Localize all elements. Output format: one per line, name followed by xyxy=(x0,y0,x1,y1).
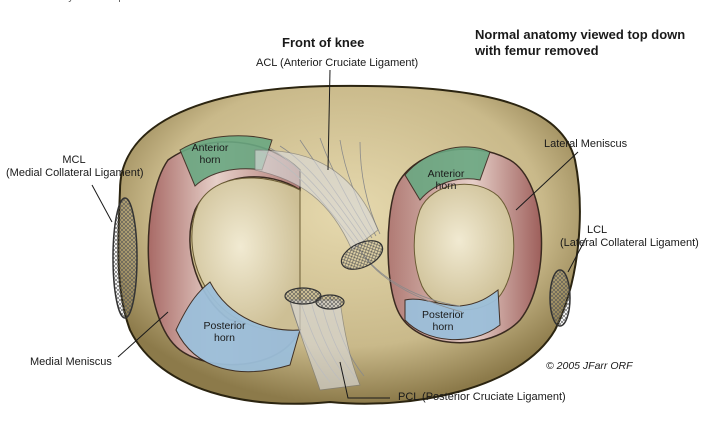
horn-label-line: Anterior xyxy=(427,168,465,180)
medial-meniscus-label: Medial Meniscus xyxy=(30,356,112,368)
pcl-leader xyxy=(339,361,390,399)
cut-off-caption: Normal anatomy viewed top down with femu… xyxy=(0,0,708,4)
medial-anterior-horn-label: Anterior horn xyxy=(185,142,235,166)
pcl-label: PCL (Posterior Cruciate Ligament) xyxy=(398,391,566,403)
mcl-leader xyxy=(91,184,113,223)
mcl-cut-end xyxy=(112,197,138,319)
view-title-line-2: with femur removed xyxy=(475,43,599,58)
horn-label-line: horn xyxy=(432,321,454,333)
horn-label-line: Anterior xyxy=(191,142,229,154)
lateral-anterior-horn-label: Anterior horn xyxy=(421,168,471,192)
lcl-label-line-1: LCL xyxy=(587,224,608,236)
lateral-posterior-horn xyxy=(404,289,501,341)
pcl-body xyxy=(289,299,361,391)
lateral-meniscus-label: Lateral Meniscus xyxy=(544,138,628,150)
lcl-label-line-2: (Lateral Collateral Ligament) xyxy=(560,237,699,249)
pcl-cut-end-2 xyxy=(315,294,345,310)
horn-label-line: horn xyxy=(435,180,457,192)
medial-meniscus-leader xyxy=(117,311,169,358)
lateral-anterior-horn xyxy=(404,146,491,201)
horn-label-line: Posterior xyxy=(421,309,464,321)
lateral-meniscus-leader xyxy=(515,151,579,211)
medial-posterior-horn-label: Posterior horn xyxy=(197,320,252,344)
copyright-label: © 2005 JFarr ORF xyxy=(546,360,633,372)
medial-posterior-horn xyxy=(175,281,301,372)
horn-label-line: horn xyxy=(199,154,221,166)
lateral-tibial-plateau xyxy=(413,183,515,311)
acl-body xyxy=(254,149,379,251)
lcl-leader xyxy=(567,237,587,273)
acl-cut-end xyxy=(340,240,384,270)
lateral-posterior-horn-label: Posterior horn xyxy=(418,309,468,333)
horn-label-line: horn xyxy=(213,332,235,344)
front-of-knee-label: Front of knee xyxy=(282,35,365,50)
horn-label-line: Posterior xyxy=(203,320,246,332)
mcl-label-line-2: (Medial Collateral Ligament) xyxy=(6,167,144,179)
mcl-label-line-1: MCL xyxy=(62,154,86,166)
acl-label: ACL (Anterior Cruciate Ligament) xyxy=(256,57,419,69)
acl-leader xyxy=(327,69,331,171)
view-title-line-1: Normal anatomy viewed top down xyxy=(475,27,686,42)
lcl-cut-end xyxy=(549,269,571,327)
